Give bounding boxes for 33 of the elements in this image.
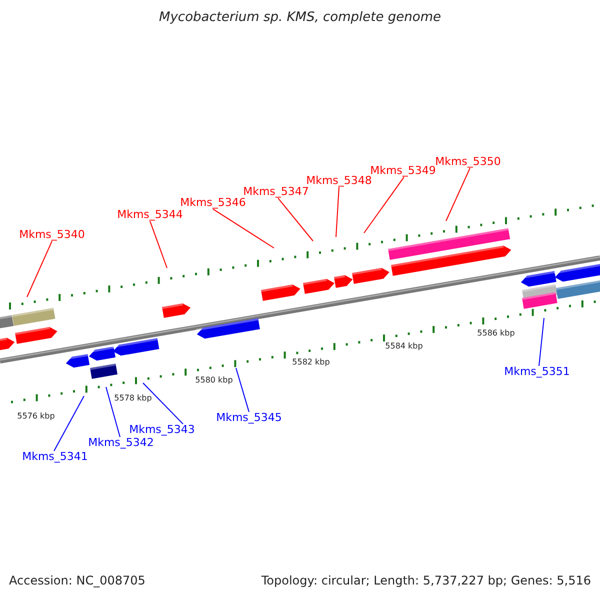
gene-label: Mkms_5351 [504, 366, 570, 378]
leader-line [364, 176, 404, 234]
diagram-title: Mycobacterium sp. KMS, complete genome [159, 10, 441, 26]
leader-line [150, 220, 168, 268]
gene-label: Mkms_5342 [88, 436, 154, 450]
scale-label: 5586 kbp [477, 330, 515, 338]
leader-line [142, 382, 184, 424]
gene-label: Mkms_5343 [129, 424, 195, 436]
leader-line [278, 198, 314, 242]
leader-line [538, 318, 544, 366]
scale-label: 5576 kbp [17, 412, 55, 422]
scale-label: 5580 kbp [195, 376, 233, 386]
scale-label: 5584 kbp [385, 342, 423, 352]
gene-label: Mkms_5340 [19, 228, 85, 242]
scale-label: 5582 kbp [292, 358, 330, 368]
gene-label: Mkms_5350 [435, 156, 501, 168]
gene-label: Mkms_5346 [180, 196, 246, 210]
leader-line [336, 186, 340, 238]
gene-label: Mkms_5344 [117, 208, 183, 222]
leader-line [26, 240, 52, 298]
gene-label: Mkms_5348 [306, 174, 372, 188]
gene-label: Mkms_5347 [243, 186, 309, 198]
leader-line [446, 168, 470, 222]
leader-line [54, 396, 84, 452]
leader-line [106, 386, 120, 438]
gene-label: Mkms_5345 [216, 412, 282, 424]
genome-stats-text: Topology: circular; Length: 5,737,227 bp; Genes: 5,516 [261, 574, 591, 588]
accession-text: Accession: NC_008705 [9, 574, 146, 588]
leader-line [236, 368, 250, 412]
gene-label: Mkms_5349 [370, 164, 436, 178]
leader-line [212, 208, 274, 248]
scale-label: 5578 kbp [114, 394, 152, 404]
gene-label: Mkms_5341 [22, 450, 88, 464]
